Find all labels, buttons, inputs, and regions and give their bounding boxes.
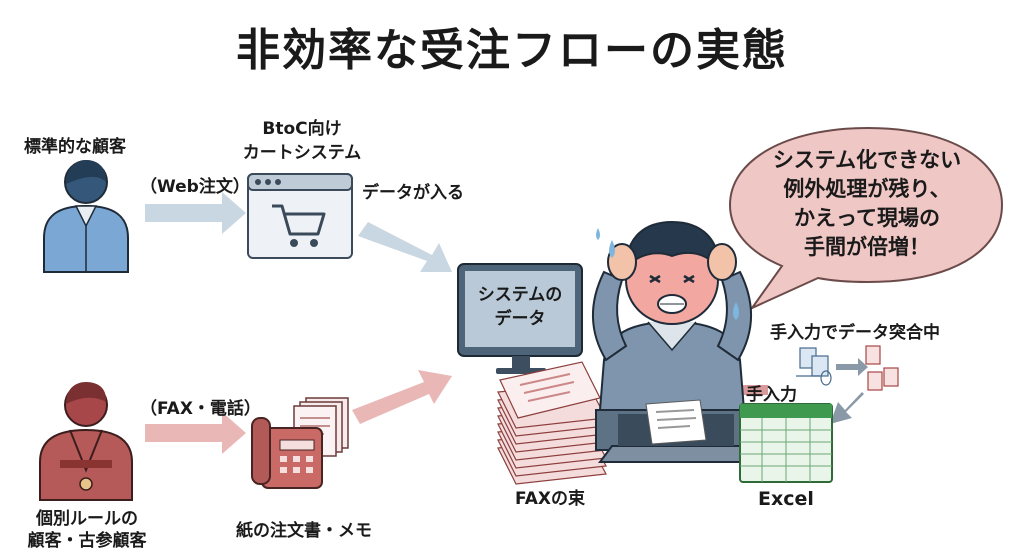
cart-window-icon	[247, 173, 353, 259]
arrow-fax-to-paper	[145, 412, 246, 454]
person-blue-icon	[43, 160, 129, 273]
laptop-icon	[595, 399, 759, 463]
speech-bubble-text: システム化できない 例外処理が残り、 かえって現場の 手間が倍増！	[752, 146, 982, 262]
fax-stack-label: FAXの束	[515, 489, 585, 509]
system-data-label: システムの データ	[463, 283, 577, 331]
manual-reconcile-label: 手入力でデータ突合中	[770, 323, 940, 343]
docs-compare-icon	[796, 345, 899, 391]
arrow-web-to-cart	[145, 192, 246, 234]
page-title: 非効率な受注フローの実態	[236, 25, 788, 76]
data-enters-label: データが入る	[362, 183, 464, 203]
fax-phone-label: （FAX・電話）	[140, 399, 261, 419]
paper-docs-label: 紙の注文書・メモ	[236, 521, 372, 541]
standard-customer-label: 標準的な顧客	[24, 137, 126, 157]
arrow-docs-to-excel	[830, 392, 864, 424]
fax-machine-icon	[251, 397, 349, 489]
manual-input-label: 手入力	[746, 385, 797, 405]
bubble-line4: 手間が倍増！	[804, 235, 930, 259]
system-data-line1: システムの	[477, 285, 563, 305]
bubble-line2: 例外処理が残り、	[783, 177, 951, 201]
person-red-icon	[39, 382, 133, 501]
cart-label-line2: カートシステム	[242, 143, 362, 163]
arrow-paper-to-system	[352, 370, 452, 424]
excel-label: Excel	[758, 488, 814, 510]
arrow-cart-to-system	[358, 222, 452, 272]
special-customer-label-line2: 顧客・古参顧客	[27, 531, 147, 551]
excel-sheet-icon	[739, 403, 833, 483]
special-customer-label-line1: 個別ルールの	[36, 509, 138, 529]
web-order-label: （Web注文）	[140, 177, 250, 197]
bubble-line3: かえって現場の	[794, 206, 940, 230]
speech-bubble	[728, 126, 1004, 311]
fax-stack-icon	[497, 361, 607, 485]
monitor-icon	[457, 263, 583, 374]
stressed-worker-icon	[592, 220, 752, 411]
cart-label-line1: BtoC向け	[262, 119, 342, 139]
bubble-line1: システム化できない	[772, 148, 962, 172]
system-data-line2: データ	[494, 309, 546, 329]
